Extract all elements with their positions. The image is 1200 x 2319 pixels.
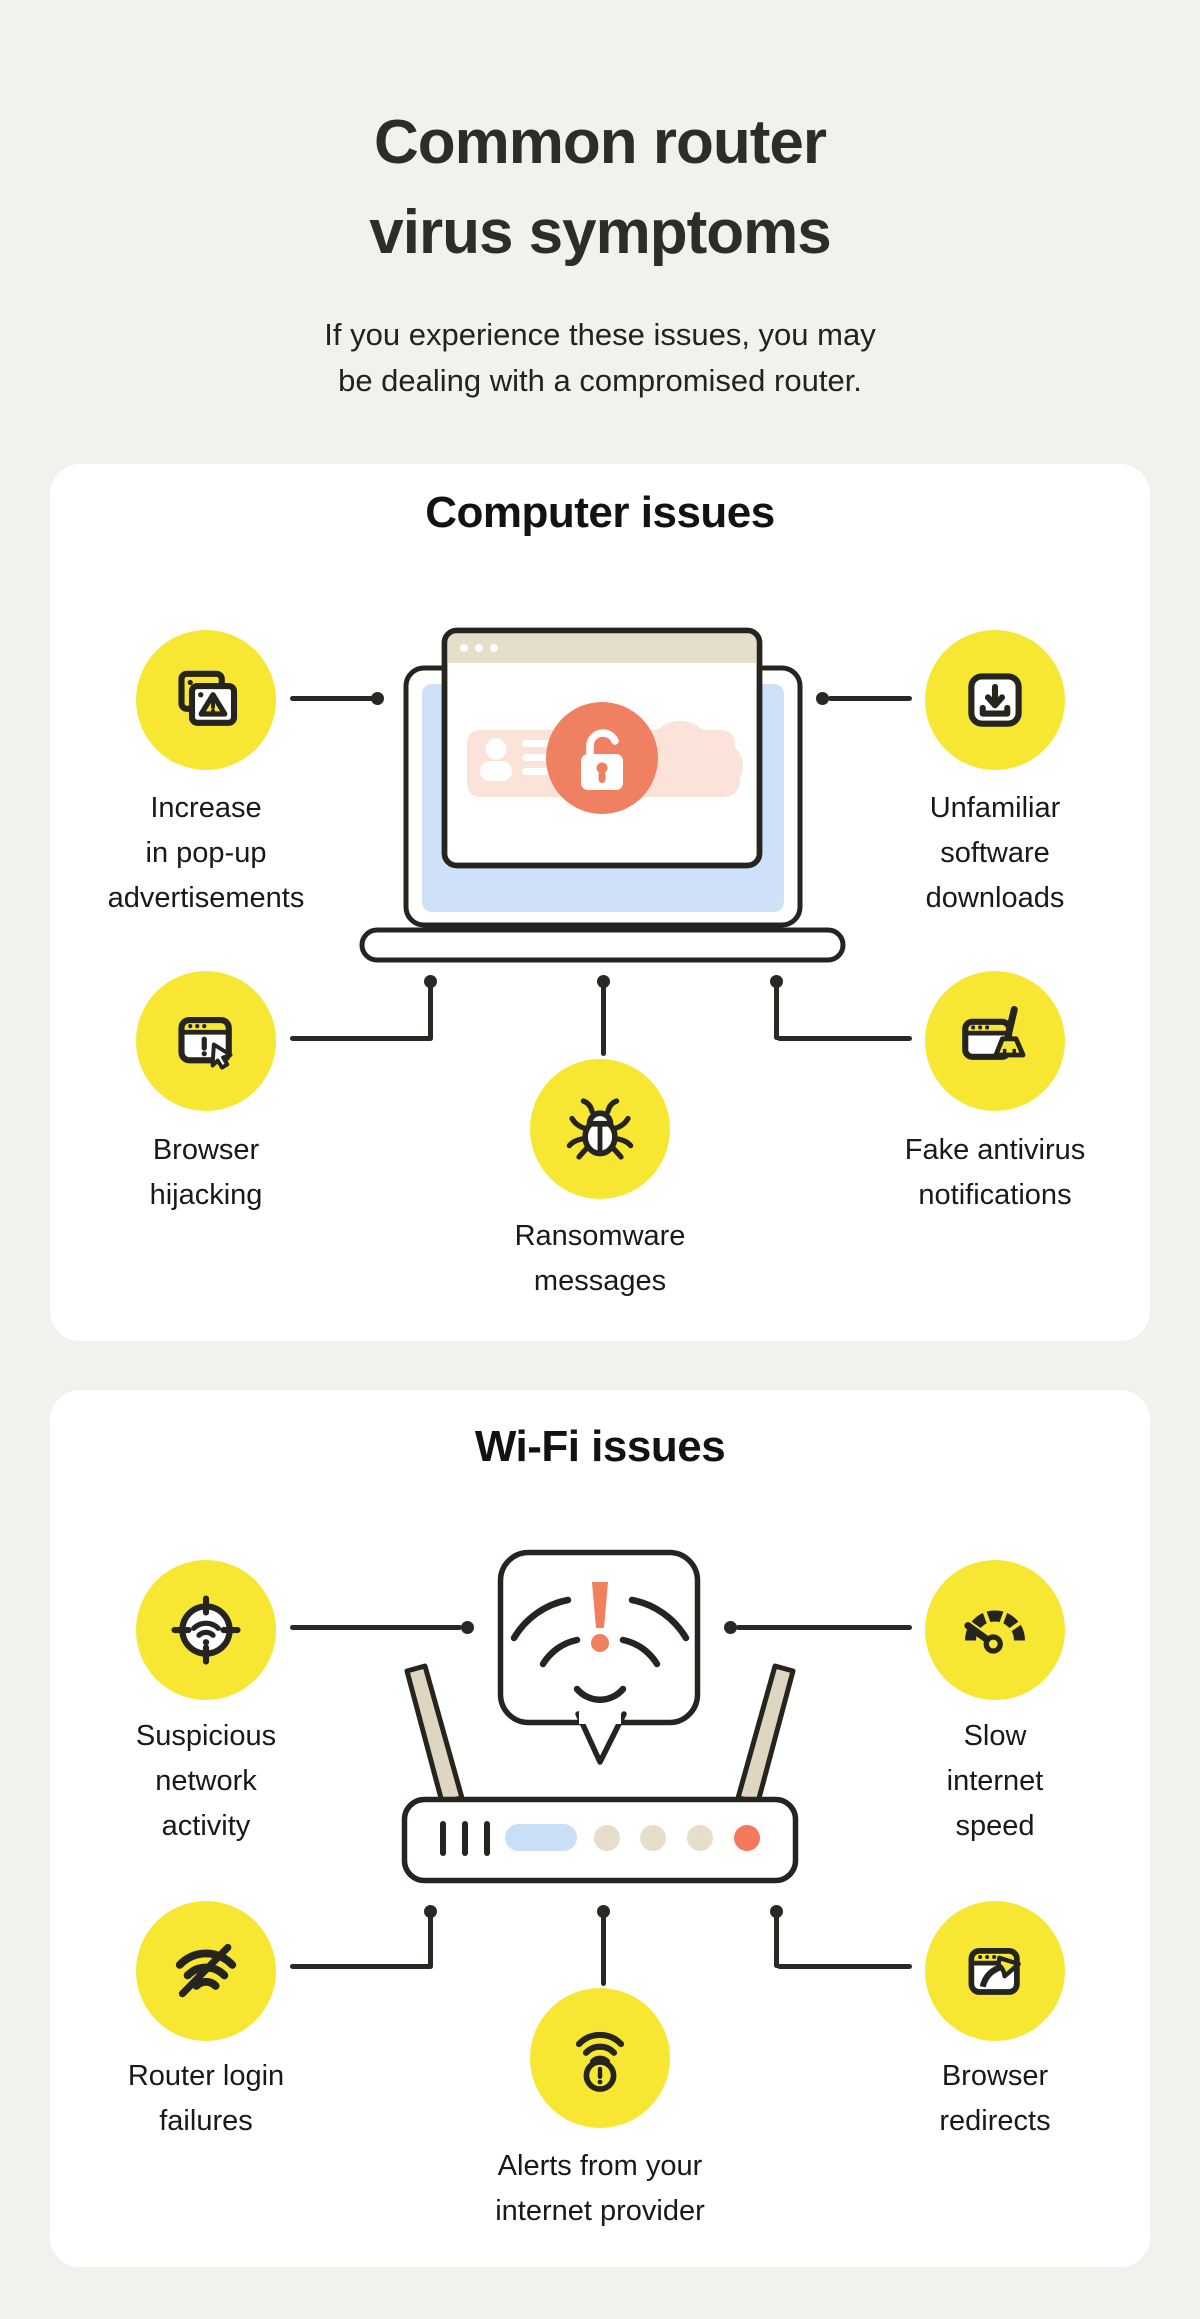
browser-hijacking-badge bbox=[136, 971, 276, 1111]
connector-dot bbox=[770, 1905, 783, 1918]
connector-dot bbox=[770, 975, 783, 988]
browser-redirect-icon bbox=[968, 1948, 1021, 1995]
connector-line bbox=[290, 696, 374, 701]
connector-line bbox=[736, 1625, 912, 1630]
router-illustration bbox=[401, 1549, 799, 1884]
connector-line bbox=[290, 1625, 462, 1630]
title-line-2: virus symptoms bbox=[369, 198, 832, 267]
wifi-warning-icon bbox=[510, 1596, 690, 1703]
item-label: Slow internet speed bbox=[946, 1720, 1044, 1842]
item-label: Router login failures bbox=[127, 2060, 285, 2137]
item-label: Fake antivirus notifications bbox=[904, 1134, 1086, 1211]
item-label: Unfamiliar software downloads bbox=[925, 792, 1065, 914]
ransomware-badge bbox=[530, 1059, 670, 1199]
software-download-icon bbox=[968, 673, 1022, 727]
connector-line bbox=[828, 696, 912, 701]
connector-line bbox=[601, 1914, 606, 1986]
subtitle-line-2: be dealing with a compromised router. bbox=[338, 363, 862, 398]
browser-redirects-badge bbox=[925, 1901, 1065, 2041]
isp-alerts-badge bbox=[530, 1988, 670, 2128]
connector-dot bbox=[724, 1621, 737, 1634]
connector-line bbox=[290, 1036, 433, 1041]
laptop-illustration bbox=[359, 627, 846, 963]
connector-line bbox=[777, 1964, 912, 1969]
network-target-icon bbox=[171, 1595, 241, 1665]
subtitle-line-1: If you experience these issues, you may bbox=[324, 317, 876, 352]
connector-line bbox=[428, 1914, 433, 1968]
popup-ads-badge bbox=[136, 630, 276, 770]
connector-line bbox=[774, 984, 779, 1040]
page-title: Common router virus symptoms bbox=[0, 98, 1200, 278]
connector-line bbox=[777, 1036, 912, 1041]
connector-dot bbox=[424, 975, 437, 988]
wifi-issues-heading: Wi-Fi issues bbox=[474, 1422, 726, 1471]
connector-dot bbox=[597, 1905, 610, 1918]
connector-dot bbox=[461, 1621, 474, 1634]
item-label: Browser redirects bbox=[939, 2060, 1051, 2137]
fake-antivirus-icon bbox=[962, 1006, 1026, 1060]
fake-antivirus-badge bbox=[925, 971, 1065, 1111]
item-label: Suspicious network activity bbox=[135, 1720, 277, 1842]
popup-ads-icon bbox=[178, 670, 238, 726]
connector-dot bbox=[816, 692, 829, 705]
connector-line bbox=[601, 984, 606, 1056]
ransomware-bug-icon bbox=[566, 1098, 634, 1160]
login-failures-badge bbox=[136, 1901, 276, 2041]
slow-speed-badge bbox=[925, 1560, 1065, 1700]
item-label: Alerts from your internet provider bbox=[495, 2150, 705, 2227]
browser-hijacking-icon bbox=[178, 1016, 233, 1070]
wifi-alert-icon bbox=[575, 2031, 625, 2092]
connector-line bbox=[428, 984, 433, 1040]
unlocked-padlock-icon bbox=[546, 702, 658, 814]
software-download-badge bbox=[925, 630, 1065, 770]
connector-line bbox=[290, 1964, 433, 1969]
connector-line bbox=[774, 1914, 779, 1968]
page-subtitle: If you experience these issues, you may … bbox=[0, 312, 1200, 404]
connector-dot bbox=[597, 975, 610, 988]
suspicious-network-badge bbox=[136, 1560, 276, 1700]
connector-dot bbox=[371, 692, 384, 705]
title-line-1: Common router bbox=[374, 108, 827, 177]
wifi-off-icon bbox=[175, 1943, 237, 1998]
connector-dot bbox=[424, 1905, 437, 1918]
item-label: Ransomware messages bbox=[514, 1220, 686, 1297]
router-vents bbox=[440, 1821, 490, 1856]
speedometer-icon bbox=[964, 1610, 1025, 1654]
computer-issues-heading: Computer issues bbox=[425, 488, 775, 537]
item-label: Increase in pop-up advertisements bbox=[107, 792, 305, 914]
item-label: Browser hijacking bbox=[149, 1134, 263, 1211]
